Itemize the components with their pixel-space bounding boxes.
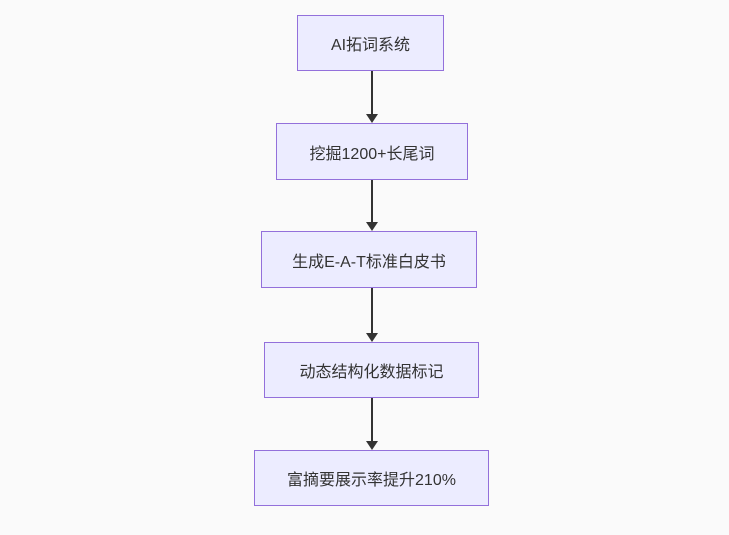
arrowhead-down-icon: [366, 114, 378, 123]
flow-arrow-4: [365, 398, 379, 450]
arrow-shaft: [371, 398, 373, 441]
arrow-shaft: [371, 71, 373, 114]
arrow-shaft: [371, 180, 373, 222]
flow-node-rich-snippet-result: 富摘要展示率提升210%: [254, 450, 489, 506]
flow-arrow-1: [365, 71, 379, 123]
flow-node-longtail-mining: 挖掘1200+长尾词: [276, 123, 468, 180]
flow-node-label: 挖掘1200+长尾词: [309, 145, 435, 163]
flow-node-label: AI拓词系统: [330, 37, 411, 54]
flow-node-label: 生成E-A-T标准白皮书: [292, 253, 446, 271]
arrowhead-down-icon: [366, 441, 378, 450]
flow-node-structured-data: 动态结构化数据标记: [264, 342, 479, 398]
flow-node-label: 动态结构化数据标记: [299, 364, 444, 381]
flow-node-eat-whitepaper: 生成E-A-T标准白皮书: [261, 231, 477, 288]
flow-node-ai-keyword-system: AI拓词系统: [297, 15, 444, 71]
arrow-shaft: [371, 288, 373, 333]
arrowhead-down-icon: [366, 222, 378, 231]
flow-arrow-3: [365, 288, 379, 342]
flow-arrow-2: [365, 180, 379, 231]
arrowhead-down-icon: [366, 333, 378, 342]
flow-node-label: 富摘要展示率提升210%: [287, 472, 456, 489]
